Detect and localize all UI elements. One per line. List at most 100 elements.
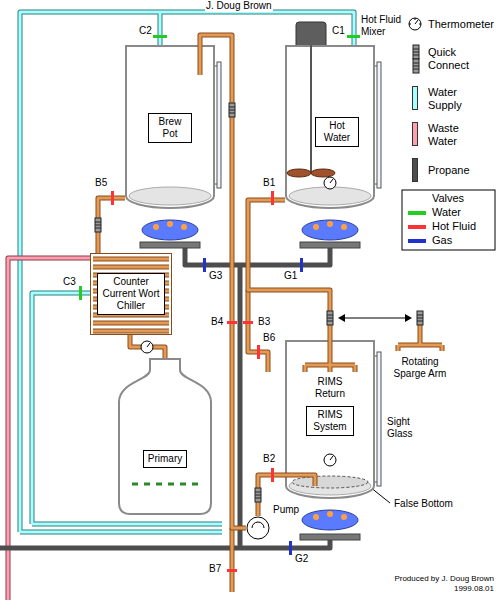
flame-tip	[327, 221, 333, 227]
chiller-housing	[91, 254, 172, 335]
flame-tip	[341, 224, 347, 230]
thermometer-dial	[141, 341, 153, 353]
legend-text: Thermometer	[428, 18, 494, 31]
node-shape	[246, 516, 270, 540]
connector-hatch	[95, 222, 101, 228]
text-anchor: Rotating Sparge Arm	[390, 356, 450, 380]
burner-flame	[302, 220, 358, 240]
copper-pipe-core	[232, 290, 442, 592]
node-shape	[118, 358, 212, 515]
pump-housing	[247, 517, 269, 539]
text-anchor: B5	[94, 177, 108, 189]
sight-glass	[215, 62, 221, 188]
flame-tip	[341, 514, 347, 520]
flame-tip	[181, 224, 187, 230]
drain-pipe-core	[285, 475, 315, 486]
burner	[300, 510, 360, 540]
connector-body	[95, 218, 101, 232]
carboy-outline	[119, 359, 211, 514]
sight-glass	[375, 62, 381, 188]
flame-tip	[167, 221, 173, 227]
pipe-connector	[130, 335, 165, 358]
quick-connect	[255, 488, 261, 502]
chiller-coil-core	[93, 259, 169, 331]
burner-flame	[142, 220, 198, 240]
connector-body	[327, 311, 333, 325]
brew-pot-vessel: Brew Pot	[125, 45, 215, 210]
connector-hatch	[327, 315, 333, 321]
pipe-core	[248, 200, 330, 340]
vessel-label: Brew Pot	[148, 113, 192, 143]
gas-valve	[289, 541, 292, 555]
connector-body	[229, 103, 235, 117]
text-anchor: Hot Water	[315, 117, 359, 147]
valve-label: C1	[331, 25, 346, 37]
vessel-wall	[286, 341, 374, 498]
valves-legend-box	[402, 190, 495, 250]
vessel-bottom	[289, 187, 371, 205]
valve-label: B3	[257, 316, 271, 328]
valve-label: G2	[294, 553, 309, 565]
flame-tip	[313, 224, 319, 230]
legend-text: Water	[432, 206, 461, 219]
connector-hatch	[413, 63, 419, 69]
thermometer-dial	[409, 18, 421, 30]
rims-vessel: RIMS System	[285, 340, 375, 500]
sight-fitting	[375, 356, 377, 482]
pipe-outline	[130, 335, 165, 358]
inlet-pipe-outline	[198, 45, 203, 75]
thermometer-dial	[324, 454, 336, 466]
return-manifold-core	[305, 340, 355, 372]
pipe-core	[130, 335, 165, 358]
yeast-sediment	[132, 483, 198, 486]
quick-connect-symbol	[413, 59, 419, 73]
text-anchor: B3	[257, 316, 271, 328]
valve-label: B2	[262, 453, 276, 465]
legend-text: Quick Connect	[428, 46, 474, 72]
part-label: RIMS Return	[309, 376, 351, 400]
rotation-arrow	[338, 314, 412, 322]
part-label: Rotating Sparge Arm	[390, 356, 450, 380]
valve-label: C3	[62, 276, 77, 288]
text-anchor: C1	[331, 25, 346, 37]
sight-glass	[375, 352, 381, 486]
hot-fluid-valves	[111, 191, 274, 572]
quick-connect	[229, 103, 235, 117]
quick-connect-symbol	[413, 45, 419, 59]
legend-swatch	[408, 239, 426, 243]
valve-label: B1	[262, 177, 276, 189]
hot-fluid-valve	[257, 345, 260, 359]
legend-swatch	[408, 211, 426, 215]
text-anchor: B6	[262, 332, 276, 344]
water-valve	[79, 286, 82, 300]
mixer-body	[296, 22, 326, 48]
burner-base	[300, 534, 360, 540]
text-anchor: Water	[432, 206, 461, 219]
part-label: False Bottom	[393, 498, 454, 510]
copper-pipe-outline	[232, 290, 442, 592]
connector-hatch	[417, 315, 423, 321]
wort-chiller: Counter Current Wort Chiller	[90, 253, 172, 335]
connector-hatch	[413, 49, 419, 55]
text-anchor: Hot Fluid Mixer	[360, 14, 406, 38]
hot-fluid-valve	[111, 191, 114, 205]
text-anchor: Hot Fluid	[432, 220, 476, 233]
hot-water-vessel: Hot Water	[285, 45, 375, 210]
chiller-label: Counter Current Wort Chiller	[97, 273, 165, 315]
legend-text: Hot Fluid	[432, 220, 476, 233]
false-bottom	[292, 476, 368, 488]
copper-pipes	[232, 290, 442, 592]
hot-fluid-valve	[227, 321, 237, 324]
quick-connect	[95, 218, 101, 232]
text-anchor: C2	[138, 25, 153, 37]
burner-flame	[302, 510, 358, 530]
flame-tip	[313, 514, 319, 520]
burner-base	[300, 242, 360, 248]
sight-tube	[217, 62, 221, 188]
pump-label: Pump	[272, 504, 300, 516]
hot-fluid-valve	[271, 191, 274, 205]
text-anchor: B4	[210, 316, 224, 328]
valve-label: B7	[208, 563, 222, 575]
thermometer	[141, 341, 153, 353]
